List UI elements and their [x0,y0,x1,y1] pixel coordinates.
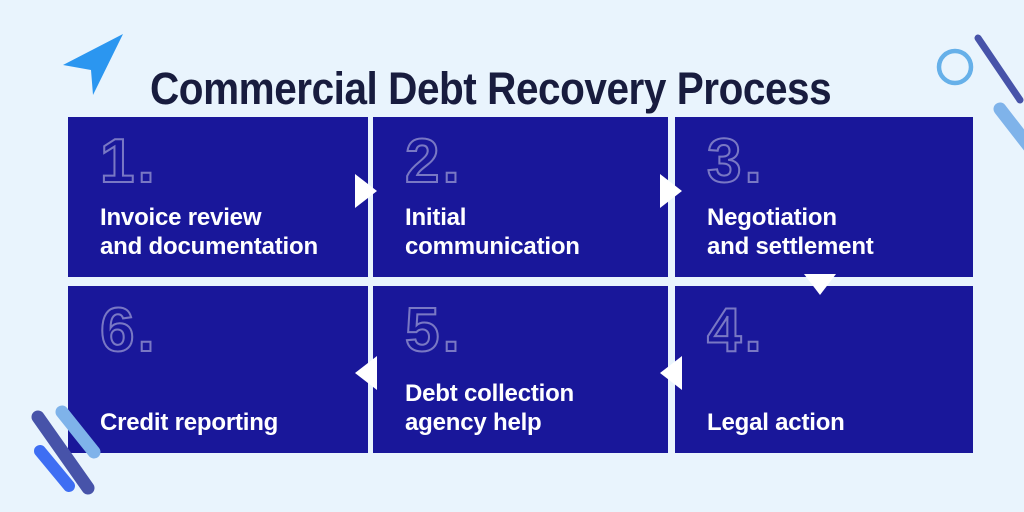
arrow-right-icon [660,174,682,208]
arrow-left-icon [355,356,377,390]
step-3-label: Negotiation and settlement [707,203,874,261]
step-4-number: 4. [706,296,765,365]
step-6-number: 6. [99,296,158,365]
step-6-label: Credit reporting [100,409,279,437]
step-5-label: Debt collection agency help [405,379,575,437]
paper-plane-icon [63,34,123,95]
step-4-box: 4. Legal action [675,286,973,453]
step-1-box: 1. Invoice review and documentation [68,117,368,277]
step-3-number: 3. [706,127,765,196]
step-3-box: 3. Negotiation and settlement [675,117,973,277]
step-6-box: 6. Credit reporting [68,286,368,453]
step-5-box: 5. Debt collection agency help [373,286,668,453]
diagonal-line-icon [993,102,1024,151]
arrow-down-icon [804,274,836,295]
diagonal-line-icon [31,410,95,495]
diagonal-line-icon [55,405,101,459]
step-2-number: 2. [404,127,463,196]
bottom-left-decoration [31,405,101,495]
step-1-number: 1. [99,127,158,196]
diagonal-line-icon [974,34,1024,104]
diagonal-line-icon [34,445,75,492]
step-2-box: 2. Initial communication [373,117,668,277]
arrow-left-icon [660,356,682,390]
arrow-right-icon [355,174,377,208]
step-5-number: 5. [404,296,463,365]
circle-outline-icon [936,48,974,86]
top-right-decoration [936,34,1024,151]
step-4-label: Legal action [707,409,845,437]
page-title: Commercial Debt Recovery Process [150,63,832,115]
step-2-label: Initial communication [405,203,580,261]
step-1-label: Invoice review and documentation [100,203,318,261]
